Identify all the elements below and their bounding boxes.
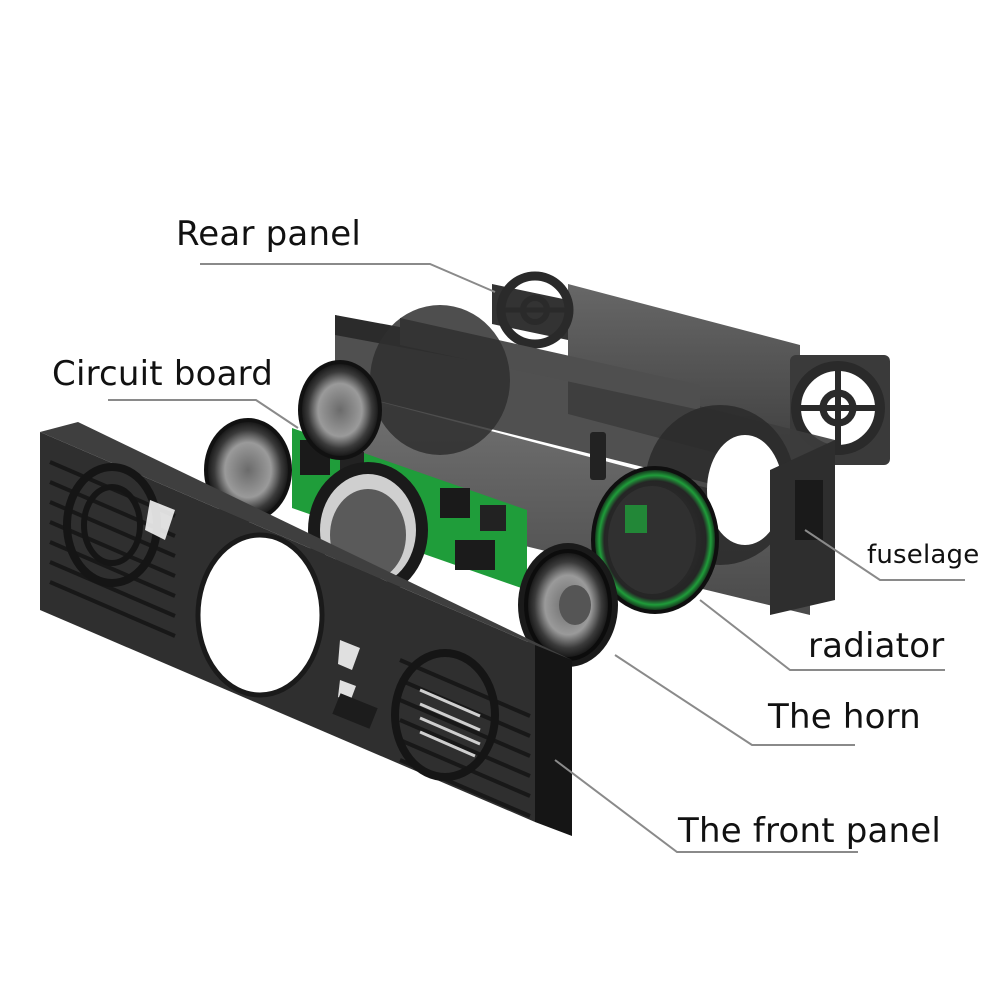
front-center-opening	[195, 532, 325, 698]
leader-lines	[108, 263, 965, 853]
label-fuselage: fuselage	[867, 540, 980, 570]
leader-horn	[614, 654, 855, 746]
rear-passive-radiator-frame-right	[790, 355, 890, 465]
radiator	[591, 466, 719, 614]
leader-front-panel	[554, 759, 858, 853]
label-horn: The horn	[768, 697, 921, 737]
leader-fuselage	[804, 529, 965, 581]
leader-rear-panel	[200, 263, 496, 293]
horn	[518, 543, 618, 667]
leader-radiator	[699, 599, 945, 671]
front-grille-right-slots	[419, 688, 481, 758]
front-panel	[40, 422, 572, 836]
rear-passive-radiator-frame-left	[496, 271, 574, 349]
label-circuit-board: Circuit board	[52, 354, 274, 394]
leader-circuit-board	[108, 399, 299, 429]
label-rear-panel: Rear panel	[176, 214, 361, 254]
label-radiator: radiator	[808, 626, 945, 666]
label-front-panel: The front panel	[678, 811, 942, 851]
